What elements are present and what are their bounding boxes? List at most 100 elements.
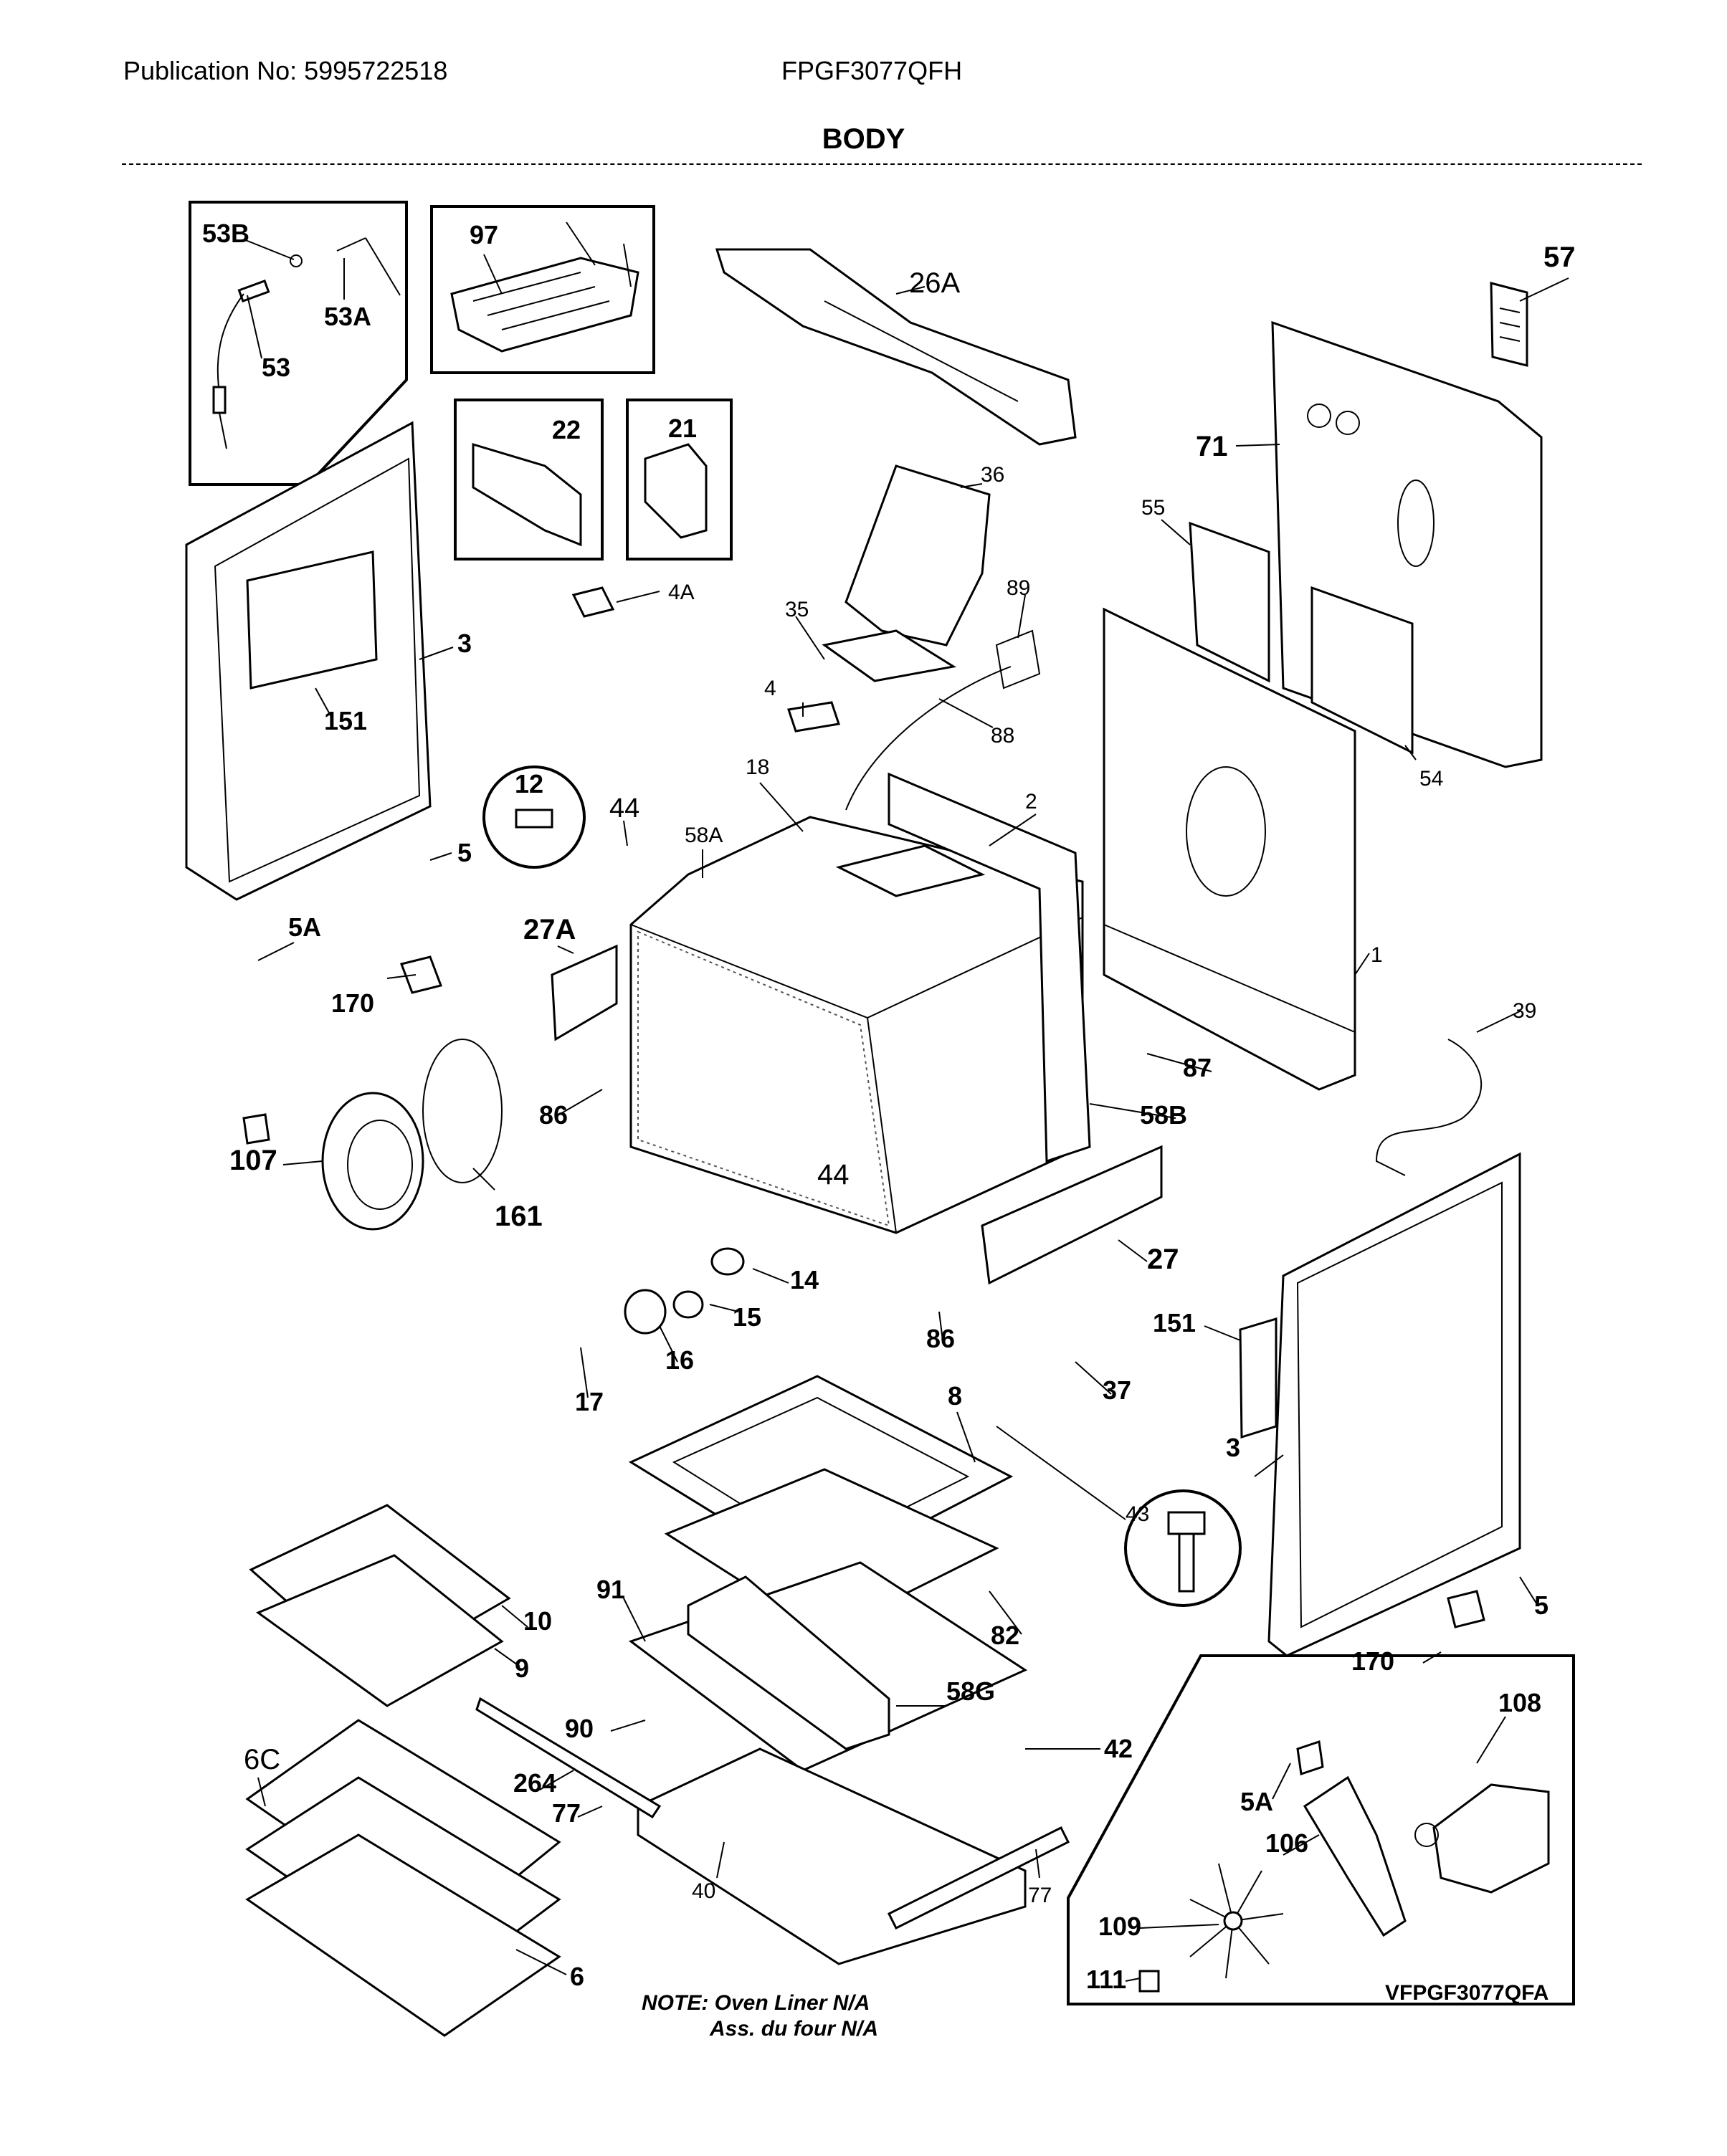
callout-6: 6 [570, 1962, 584, 1991]
callout-10: 10 [523, 1606, 552, 1636]
callout-5-left: 5 [457, 838, 472, 867]
callout-53: 53 [262, 353, 290, 382]
leader-lines [243, 239, 1569, 1982]
callout-161: 161 [495, 1201, 543, 1232]
callout-77-right: 77 [1028, 1884, 1052, 1907]
callout-12: 12 [515, 769, 543, 798]
callout-27: 27 [1147, 1244, 1179, 1275]
part-cord-39 [1375, 1039, 1483, 1176]
part-bracket-26A [715, 248, 1077, 446]
callout-106: 106 [1265, 1828, 1308, 1858]
callout-170-right: 170 [1351, 1646, 1394, 1676]
inset-box-control-board [430, 205, 655, 374]
inset-box-part-21 [626, 399, 733, 561]
callout-111: 111 [1086, 1965, 1126, 1994]
callout-77-left: 77 [552, 1798, 581, 1828]
part-gasket-2 [835, 844, 986, 897]
callout-4A: 4A [668, 581, 695, 604]
part-frame-1 [1103, 607, 1356, 1091]
callout-3-left: 3 [457, 629, 472, 658]
part-oven-cavity [629, 816, 1084, 1234]
callout-4: 4 [764, 677, 776, 700]
callout-labels: 53B 53A 53 97 26A 57 22 21 71 36 55 4A 3… [202, 219, 1576, 1994]
callout-86-left: 86 [539, 1100, 568, 1130]
callout-42: 42 [1104, 1734, 1133, 1763]
callout-97: 97 [470, 220, 498, 249]
part-bracket-4 [787, 701, 840, 733]
callout-54: 54 [1419, 767, 1443, 791]
callout-71: 71 [1196, 431, 1228, 462]
callout-43: 43 [1126, 1502, 1149, 1526]
part-fan-cover-107 [321, 1092, 424, 1231]
callout-82: 82 [991, 1621, 1019, 1650]
part-broil-pan-10-9 [249, 1504, 511, 1707]
part-probe-jack-12 [482, 765, 586, 869]
callout-107: 107 [229, 1145, 277, 1176]
callout-58B: 58B [1140, 1100, 1187, 1130]
callout-5-right: 5 [1534, 1590, 1548, 1620]
callout-58G: 58G [946, 1676, 995, 1706]
callout-151-right: 151 [1153, 1308, 1196, 1337]
part-rail-27A [551, 944, 618, 1041]
callout-1: 1 [1371, 943, 1383, 967]
callout-151-left: 151 [324, 706, 367, 735]
part-side-panel-left-3 [185, 421, 432, 901]
callout-18: 18 [746, 755, 769, 779]
part-harness-89-88 [845, 629, 1041, 811]
part-cover-57 [1490, 282, 1528, 367]
part-element-161 [422, 1039, 503, 1183]
callout-44-bottom: 44 [817, 1159, 850, 1191]
part-duct-36 [845, 464, 991, 647]
callout-2: 2 [1025, 790, 1037, 814]
part-racks-6C-6 [245, 1719, 561, 2037]
callout-36: 36 [981, 463, 1004, 487]
callout-27A: 27A [523, 914, 576, 945]
callout-5A-left: 5A [288, 912, 321, 942]
callout-44-top: 44 [609, 793, 639, 824]
callout-16: 16 [665, 1345, 694, 1375]
callout-108: 108 [1498, 1688, 1541, 1717]
publication-number: Publication No: 5995722518 [123, 56, 448, 85]
callout-35: 35 [785, 598, 809, 621]
inset-box-convection-fan [1067, 1654, 1575, 2005]
callout-3-right: 3 [1226, 1433, 1240, 1462]
part-bracket-4A [571, 586, 615, 618]
callout-39: 39 [1513, 999, 1536, 1023]
callout-55: 55 [1141, 496, 1165, 520]
callout-264: 264 [513, 1768, 556, 1798]
callout-90: 90 [565, 1714, 594, 1743]
part-legs [242, 955, 1485, 1775]
callout-14: 14 [790, 1265, 819, 1294]
callout-87: 87 [1183, 1053, 1212, 1082]
callout-170-left: 170 [331, 988, 374, 1018]
callout-91: 91 [596, 1575, 625, 1604]
part-side-panel-right-3 [1239, 1152, 1521, 1657]
callout-21: 21 [668, 414, 697, 443]
figure-code: VFPGF3077QFA [1385, 1981, 1548, 2005]
part-screw-43-inset [1124, 1489, 1242, 1607]
header-divider [122, 163, 1642, 165]
callout-89: 89 [1007, 576, 1030, 600]
part-insulation-58G [687, 1575, 890, 1750]
callout-88: 88 [991, 724, 1014, 748]
part-gasket-35 [822, 629, 957, 682]
callout-22: 22 [552, 415, 581, 444]
callout-40: 40 [692, 1879, 715, 1903]
inset-box-part-22 [454, 399, 604, 561]
callout-15: 15 [733, 1302, 761, 1332]
note-line-1: NOTE: Oven Liner N/A [642, 1991, 870, 2015]
callout-6C: 6C [244, 1744, 280, 1775]
callout-58A: 58A [685, 824, 723, 847]
callout-9: 9 [515, 1654, 529, 1683]
callout-37: 37 [1103, 1375, 1131, 1405]
inset-box-probe [189, 201, 408, 486]
callout-26A: 26A [909, 267, 960, 299]
note-line-2: Ass. du four N/A [709, 2017, 878, 2041]
callout-5A-right: 5A [1240, 1787, 1273, 1816]
part-shield-55 [1189, 521, 1270, 683]
callout-86-right: 86 [926, 1324, 955, 1353]
callout-57: 57 [1543, 242, 1576, 273]
part-cover-54 [1310, 586, 1414, 755]
callout-8: 8 [948, 1381, 962, 1411]
